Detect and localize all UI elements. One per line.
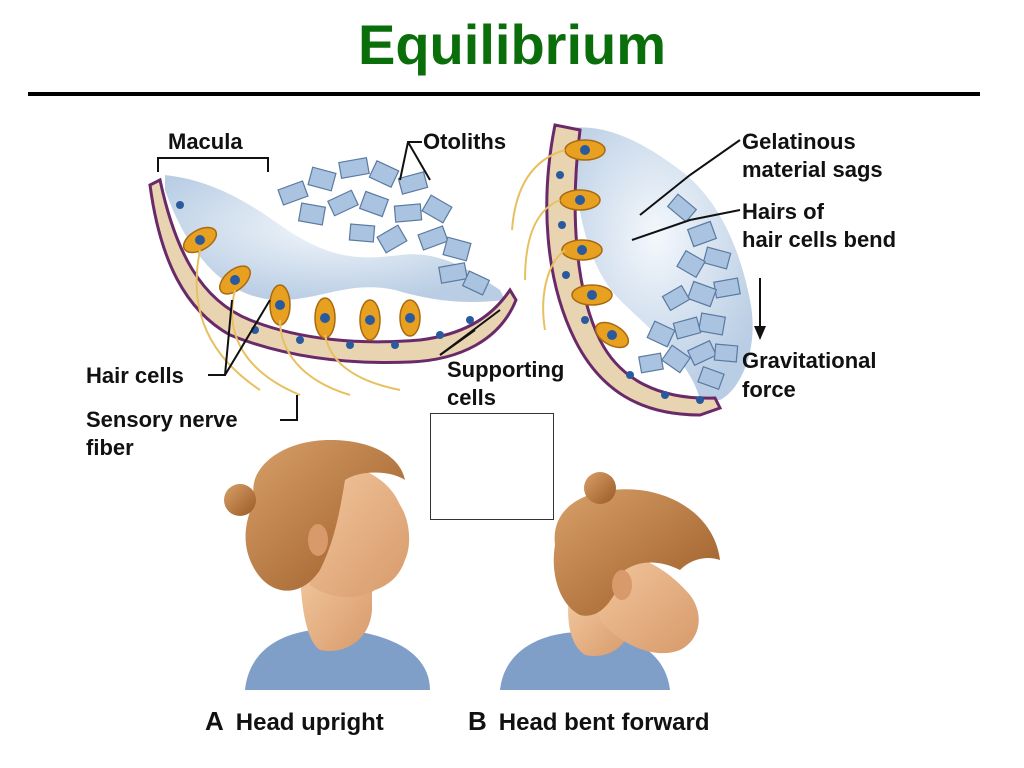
label-otoliths: Otoliths bbox=[423, 129, 507, 154]
label-hairs-line1: Hairs of bbox=[742, 199, 824, 224]
inner-ear-inset-frame bbox=[430, 413, 554, 520]
caption-a: A Head upright bbox=[205, 706, 384, 737]
label-hairs-line2: hair cells bend bbox=[742, 227, 897, 252]
nerve-fibers-left bbox=[195, 249, 401, 396]
head-upright-figure bbox=[224, 440, 430, 690]
label-hair-cells: Hair cells bbox=[86, 363, 184, 388]
otoliths-left bbox=[277, 156, 491, 296]
caption-a-letter: A bbox=[205, 706, 224, 736]
label-macula: Macula bbox=[168, 129, 243, 154]
caption-b-letter: B bbox=[468, 706, 487, 736]
leader-lines bbox=[157, 139, 766, 421]
nerve-fibers-right bbox=[511, 149, 566, 331]
head-bent-figure bbox=[500, 472, 720, 690]
caption-b: B Head bent forward bbox=[468, 706, 709, 737]
label-gravitational-line2: force bbox=[742, 377, 796, 402]
macula-bent-diagram bbox=[511, 123, 753, 417]
label-sensory-line2: fiber bbox=[86, 435, 134, 460]
caption-a-text: Head upright bbox=[235, 709, 384, 736]
label-gelatinous-line2: material sags bbox=[742, 157, 883, 182]
otoliths-right bbox=[638, 193, 741, 391]
label-gravitational-line1: Gravitational bbox=[742, 348, 877, 373]
caption-b-text: Head bent forward bbox=[498, 709, 710, 736]
epithelium bbox=[148, 177, 518, 364]
label-supporting-line2: cells bbox=[447, 385, 496, 410]
title-divider bbox=[28, 92, 980, 96]
nuclei-right bbox=[556, 145, 704, 404]
page-title: Equilibrium bbox=[358, 13, 666, 76]
label-sensory-line1: Sensory nerve bbox=[86, 407, 238, 432]
label-gelatinous-line1: Gelatinous bbox=[742, 129, 856, 154]
label-supporting-line1: Supporting bbox=[447, 357, 565, 382]
epithelium-bent bbox=[545, 123, 723, 417]
macula-upright-diagram bbox=[148, 156, 518, 396]
nuclei-left bbox=[176, 201, 474, 349]
